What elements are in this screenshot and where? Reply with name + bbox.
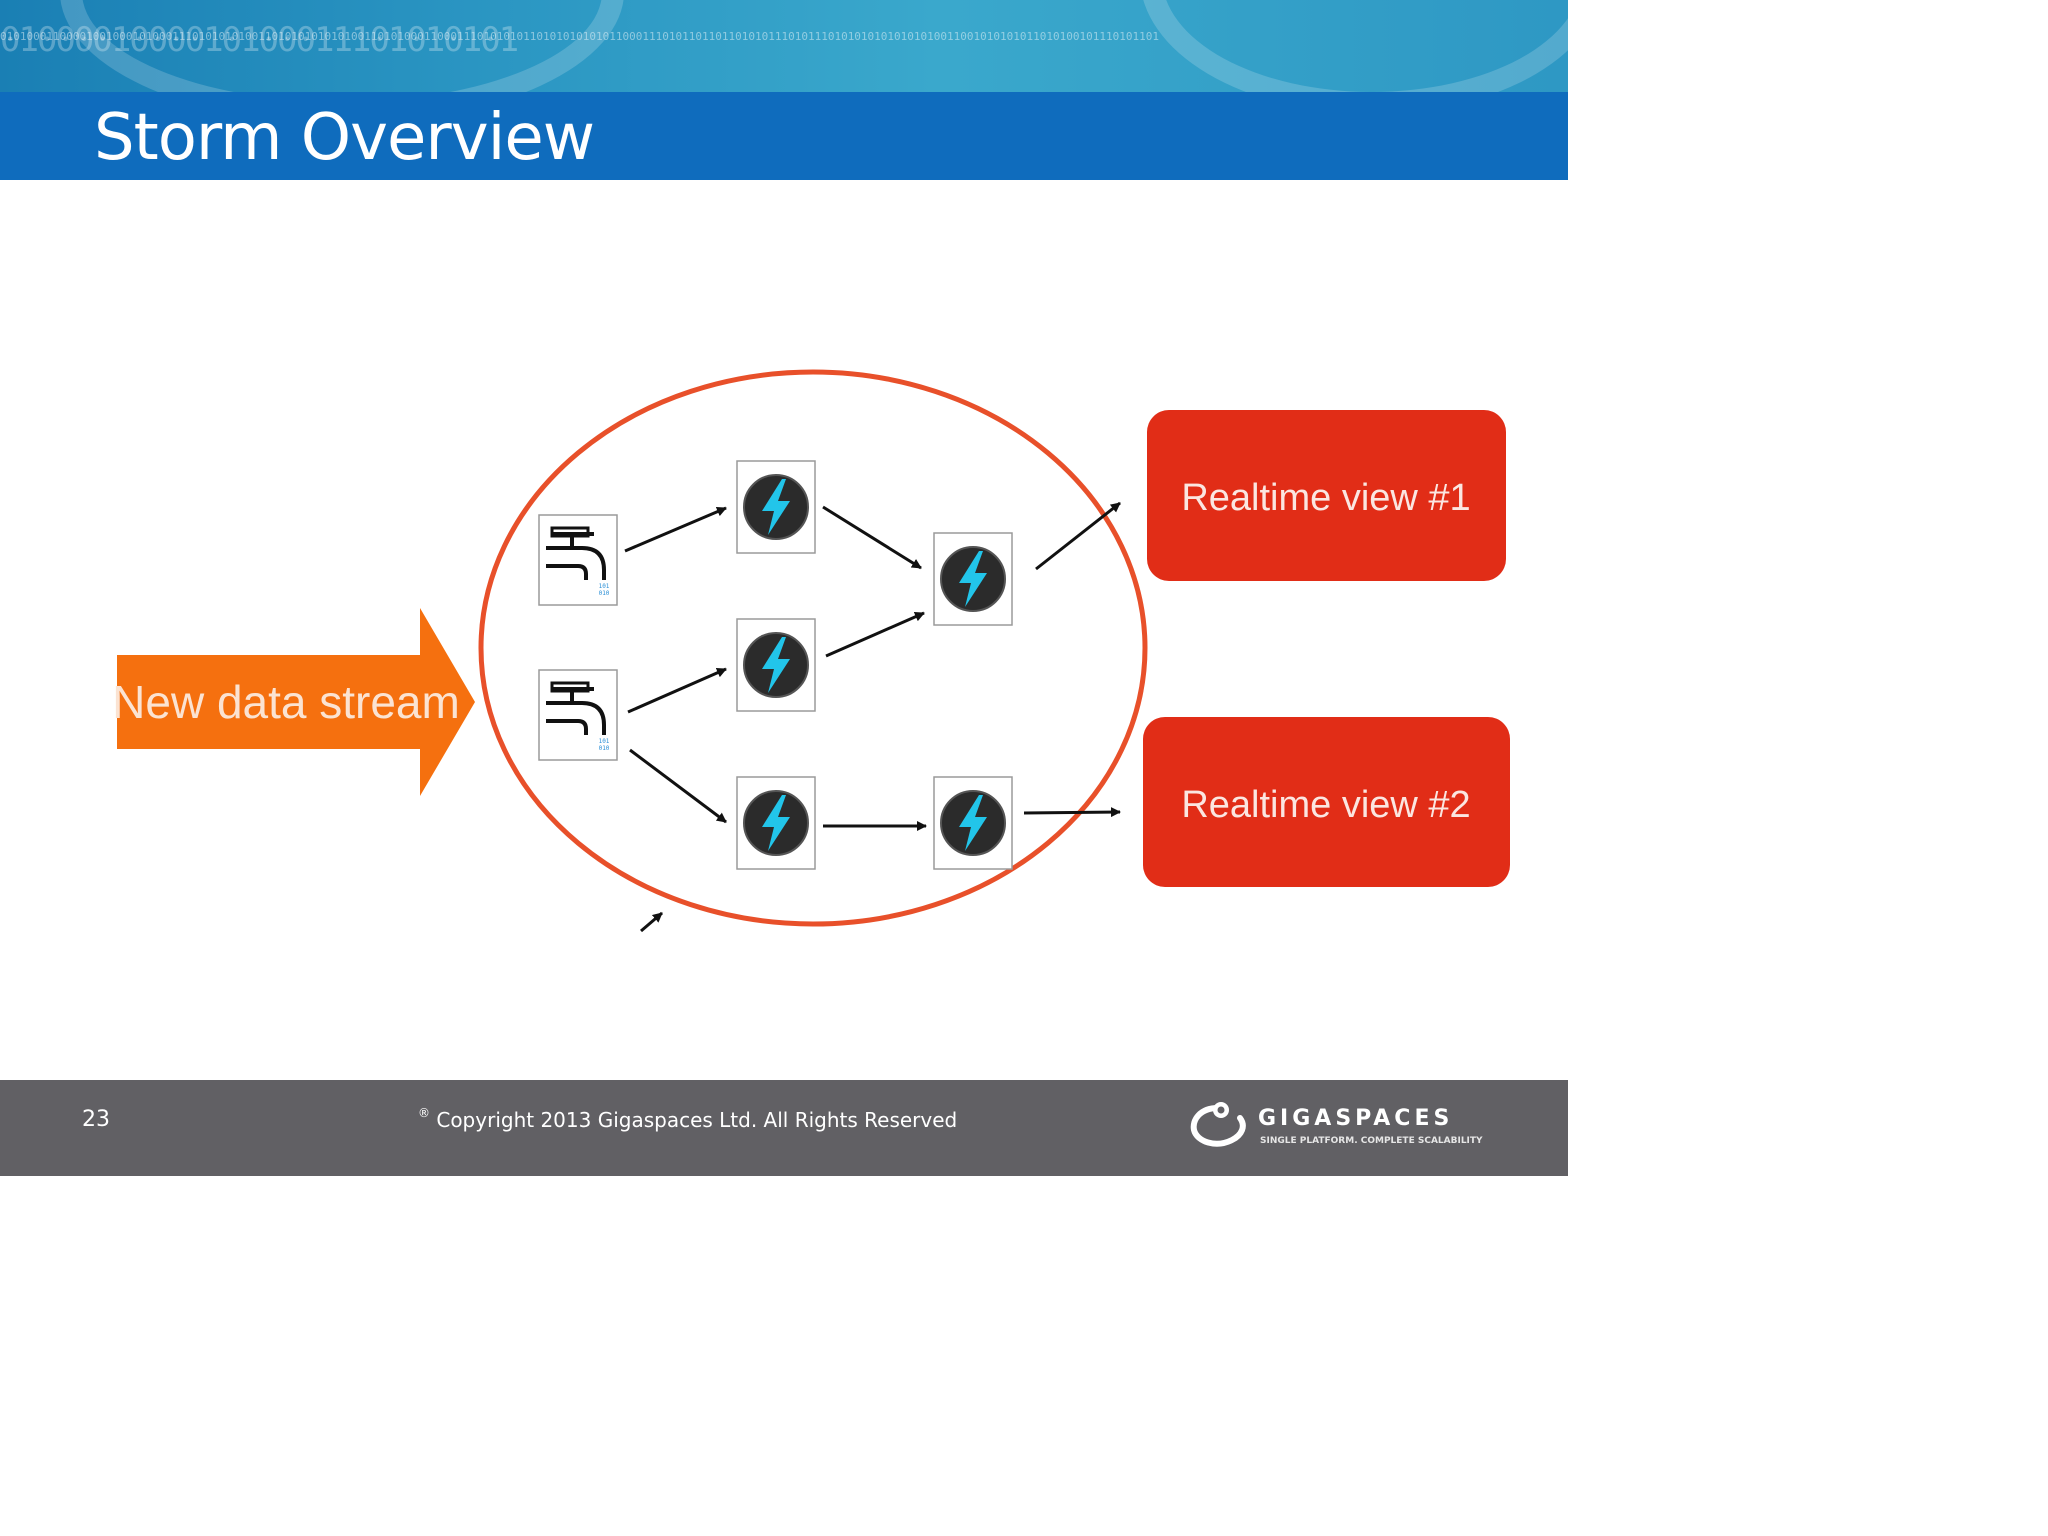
footer-bar <box>0 1080 1568 1176</box>
new-data-stream-label: New data stream <box>112 676 460 728</box>
bolt-lightning-icon <box>736 460 816 554</box>
stream-arrow <box>629 748 727 824</box>
header-banner: 0100001000010100011101010101 01010001100… <box>0 0 1568 92</box>
title-bar <box>0 92 1568 180</box>
stream-arrow <box>1035 501 1121 571</box>
storm-topology-diagram: 101 010 New data stream Realtime view #1… <box>112 369 1510 933</box>
spout-faucet-icon <box>537 513 619 607</box>
logo-wordmark: GIGASPACES <box>1258 1106 1454 1131</box>
copyright-text: Copyright 2013 Gigaspaces Ltd. All Right… <box>436 1108 958 1132</box>
spout-faucet-icon <box>537 668 619 762</box>
realtime-view-1-label: Realtime view #1 <box>1181 477 1470 519</box>
page-number: 23 <box>82 1107 110 1132</box>
new-data-stream-arrow <box>117 608 475 796</box>
bolt-lightning-icon <box>736 776 816 870</box>
realtime-view-2-box <box>1143 717 1510 887</box>
gigaspaces-logo: GIGASPACES SINGLE PLATFORM. COMPLETE SCA… <box>1188 1098 1488 1154</box>
logo-tagline: SINGLE PLATFORM. COMPLETE SCALABILITY <box>1260 1136 1483 1146</box>
stream-arrow <box>624 506 727 553</box>
realtime-view-2-label: Realtime view #2 <box>1181 784 1470 826</box>
stream-arrow <box>822 505 922 570</box>
bolt-lightning-icon <box>933 776 1013 870</box>
bolt-lightning-icon <box>736 618 816 712</box>
page-title: Storm Overview <box>94 101 595 175</box>
registered-mark: ® <box>418 1106 430 1120</box>
realtime-view-1-box <box>1147 410 1506 581</box>
banner-binary-text-large: 0100001000010100011101010101 <box>0 20 519 60</box>
stream-arrow <box>825 611 925 658</box>
stream-arrow <box>640 911 663 933</box>
stream-arrow <box>627 667 727 714</box>
copyright-notice: ® Copyright 2013 Gigaspaces Ltd. All Rig… <box>418 1106 958 1132</box>
stream-arrow <box>1023 807 1121 818</box>
topology-ring <box>478 369 1148 927</box>
stream-arrows <box>624 501 1121 933</box>
banner-binary-text: 0101000110000100100010100011101010101001… <box>0 30 1159 43</box>
bolt-lightning-icon <box>933 532 1013 626</box>
gigaspaces-swirl-icon <box>1190 1102 1246 1147</box>
